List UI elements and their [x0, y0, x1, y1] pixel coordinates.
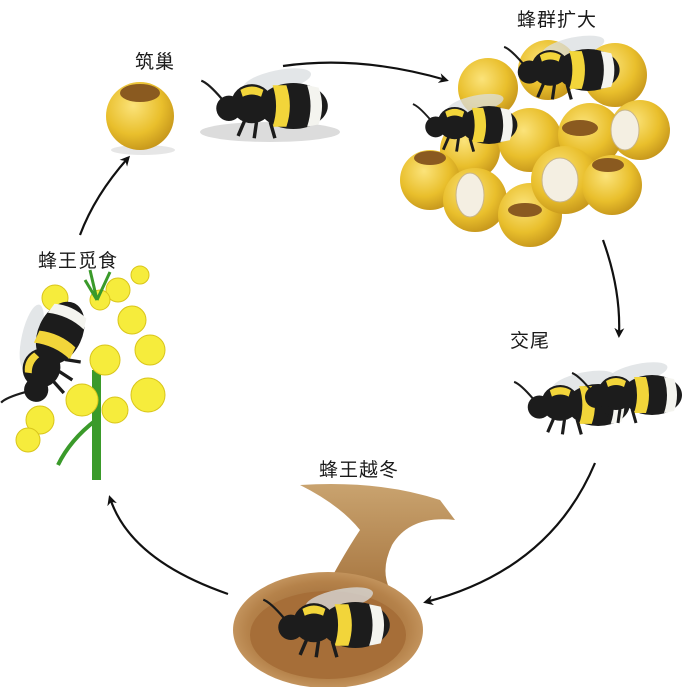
stage-label-mating: 交尾	[510, 326, 550, 353]
arrow-mating-to-winter	[426, 463, 595, 602]
stage-label-overwinter: 蜂王越冬	[319, 455, 399, 482]
forage-flower	[0, 266, 165, 480]
overwinter-burrow	[233, 484, 455, 687]
stage-label-forage: 蜂王觅食	[38, 246, 118, 273]
stage-label-nest: 筑巢	[135, 47, 175, 74]
arrow-colony-to-mating	[603, 240, 619, 335]
mating-bees	[514, 358, 682, 434]
arrow-forage-to-nest	[80, 158, 128, 235]
queen-bee-nesting	[200, 63, 340, 142]
nest-wax-cell	[106, 82, 175, 155]
stage-label-colony: 蜂群扩大	[517, 5, 597, 32]
arrow-winter-to-forage	[110, 498, 228, 594]
comb-cluster	[400, 31, 670, 247]
